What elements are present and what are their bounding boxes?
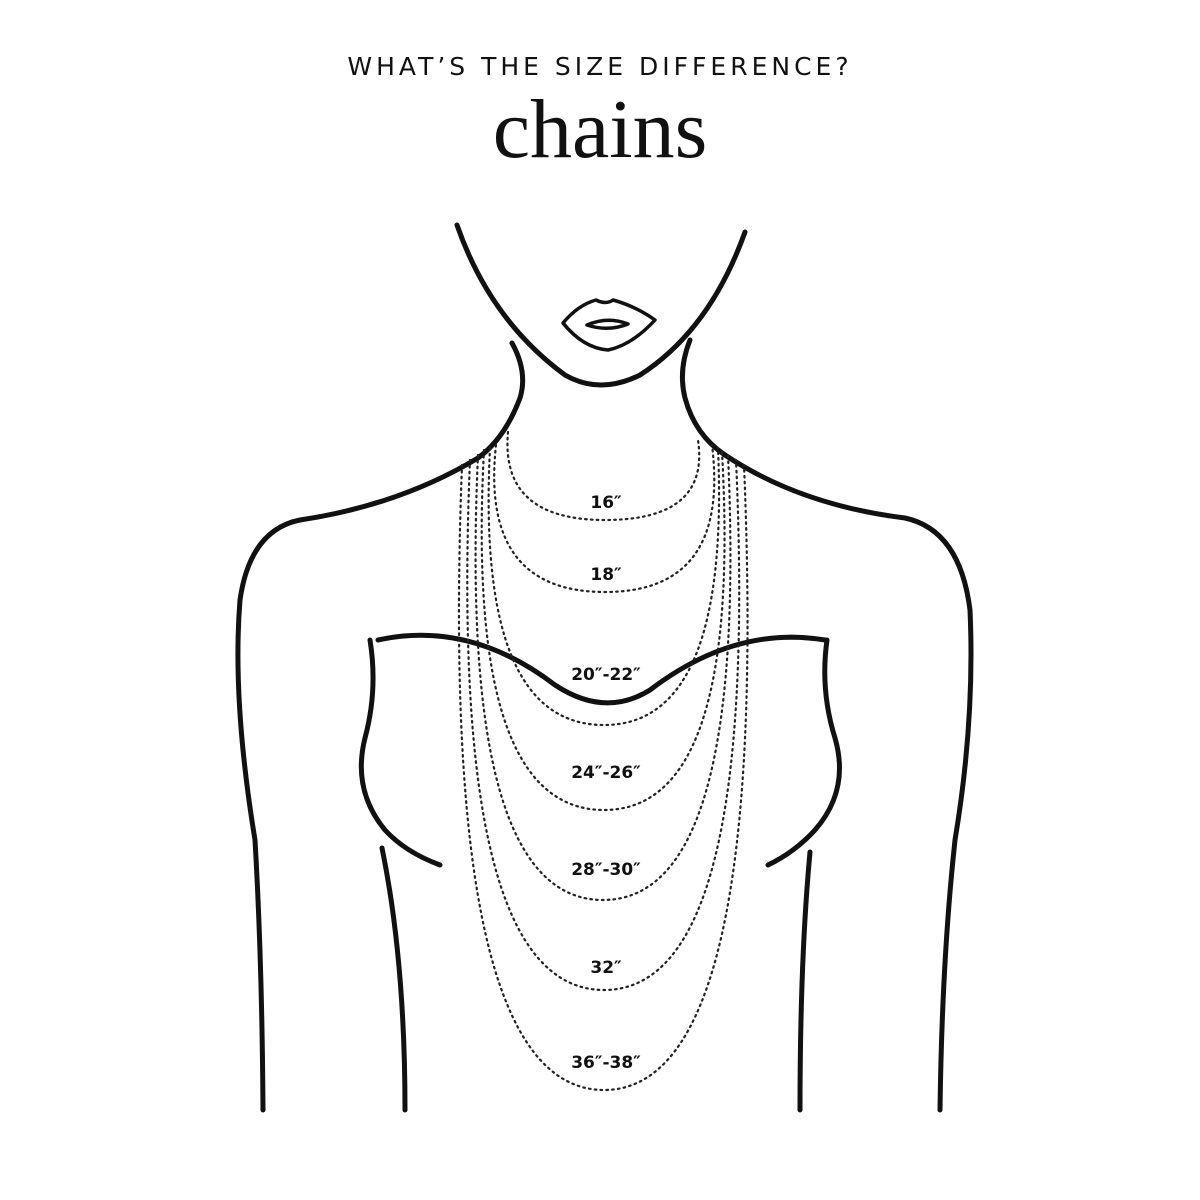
chain-36-38-inch bbox=[457, 463, 749, 1092]
right-bust-outline bbox=[765, 637, 842, 868]
jaw-outline bbox=[454, 222, 748, 388]
chain-label-16: 16″ bbox=[590, 493, 622, 513]
chain-16-inch bbox=[506, 430, 701, 522]
guide-subtitle: WHAT’S THE SIZE DIFFERENCE? bbox=[347, 52, 853, 81]
neck-left-outline bbox=[475, 340, 526, 461]
chain-label-36-38: 36″-38″ bbox=[571, 1053, 641, 1073]
right-shoulder-arm-outline bbox=[722, 452, 974, 1113]
lips-icon bbox=[561, 298, 657, 352]
right-torso-line bbox=[797, 849, 813, 1113]
chain-32-inch bbox=[466, 458, 741, 992]
chain-24-26-inch bbox=[480, 448, 726, 812]
left-torso-line bbox=[379, 845, 408, 1113]
chain-label-32: 32″ bbox=[590, 958, 622, 978]
chain-label-18: 18″ bbox=[590, 565, 622, 585]
chain-label-28-30: 28″-30″ bbox=[571, 860, 641, 880]
chain-28-30-inch bbox=[474, 453, 732, 902]
chain-label-20-22: 20″-22″ bbox=[571, 665, 641, 685]
chain-label-24-26: 24″-26″ bbox=[571, 763, 641, 783]
top-neckline-outline bbox=[375, 632, 828, 706]
left-shoulder-arm-outline bbox=[235, 455, 481, 1113]
left-bust-outline bbox=[358, 637, 443, 868]
chain-18-inch bbox=[493, 443, 716, 594]
neck-right-outline bbox=[679, 337, 728, 458]
guide-title: chains bbox=[492, 83, 708, 176]
